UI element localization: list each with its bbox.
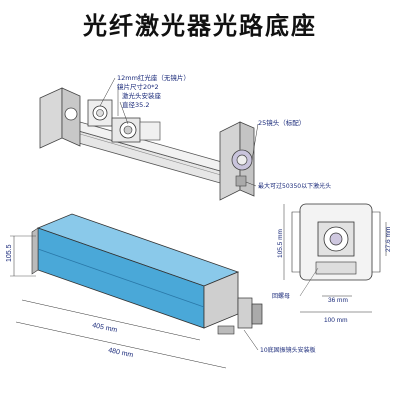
callout-head-mount: 激光头安装座 [122,91,162,100]
dim-end-36: 36 mm [328,297,348,304]
profile-extrusion [31,213,263,335]
callout-ring-25: 25镜头（标配） [258,118,305,127]
rail-assembly-top [39,87,255,201]
label-end-nut: 回螺母 [272,292,290,300]
top-callouts: 12mm红光座（无镜片） 镜片尺寸20*2 激光头安装座 直径35.2 25镜头… [99,73,331,190]
callout-head-dia: 直径35.2 [122,100,149,109]
end-view: 105.5 mm 27.6 mm 36 mm 100 mm 回螺母 [272,203,392,324]
callout-max-head: 最大可过50350以下激光头 [258,182,331,190]
dim-end-height: 105.5 mm [277,229,284,258]
dim-end-small: 27.6 mm [385,227,392,252]
page-title: 光纤激光器光路底座 [83,12,317,40]
dim-end-width: 100 mm [324,317,347,324]
callout-mirror-red: 12mm红光座（无镜片） [117,73,190,82]
dim-length-480: 480 mm [108,347,134,359]
callout-mirror-size: 镜片尺寸20*2 [117,82,159,91]
callout-mirror-bracket: 10底固振镜头安装板 [260,346,316,354]
dim-height-left: 105.5 [6,244,13,262]
dim-length-405: 405 mm [92,322,118,334]
